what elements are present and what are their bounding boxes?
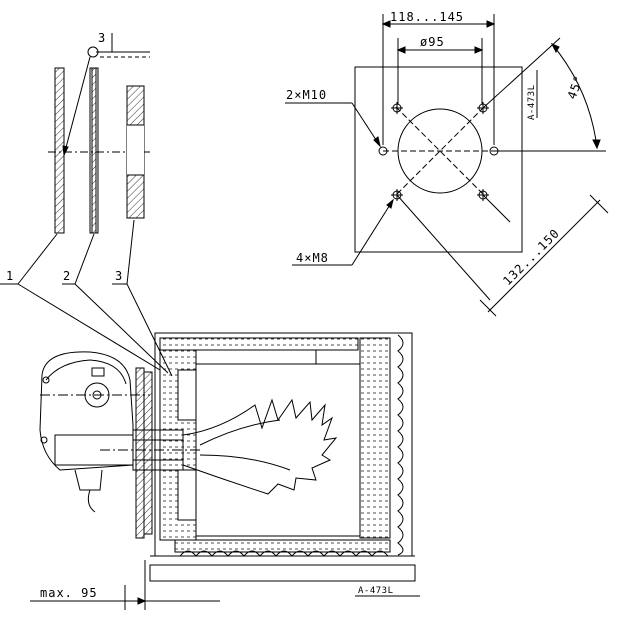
- hole-m10: [378, 146, 388, 156]
- dim-angle: 45°: [565, 73, 587, 101]
- flame: [182, 398, 338, 495]
- dim-diagonal: 132...150: [500, 226, 562, 288]
- dim-max-distance: max. 95: [40, 586, 98, 600]
- mounting-gasket: [135, 367, 145, 539]
- dim-bore: ø95: [420, 35, 445, 49]
- gasket-sections: [0, 33, 173, 377]
- gasket-1: [54, 67, 65, 234]
- detail-ref: 3: [98, 31, 106, 45]
- installation-view: [30, 332, 420, 610]
- label-gasket-2: 2: [63, 269, 71, 283]
- hole-m8: [391, 102, 403, 114]
- base-plate: [149, 564, 416, 582]
- burner-housing: [39, 351, 134, 471]
- installation-drawing-ref: A-473L: [358, 586, 394, 596]
- label-holes-m10: 2×M10: [286, 88, 327, 102]
- label-gasket-3: 3: [115, 269, 123, 283]
- dim-range-width: 118...145: [390, 10, 464, 24]
- flange-view: [285, 14, 609, 317]
- label-holes-m8: 4×M8: [296, 251, 329, 265]
- label-gasket-1: 1: [6, 269, 14, 283]
- flange-drawing-ref: A-473L: [527, 84, 537, 120]
- flange-plate: [354, 66, 523, 253]
